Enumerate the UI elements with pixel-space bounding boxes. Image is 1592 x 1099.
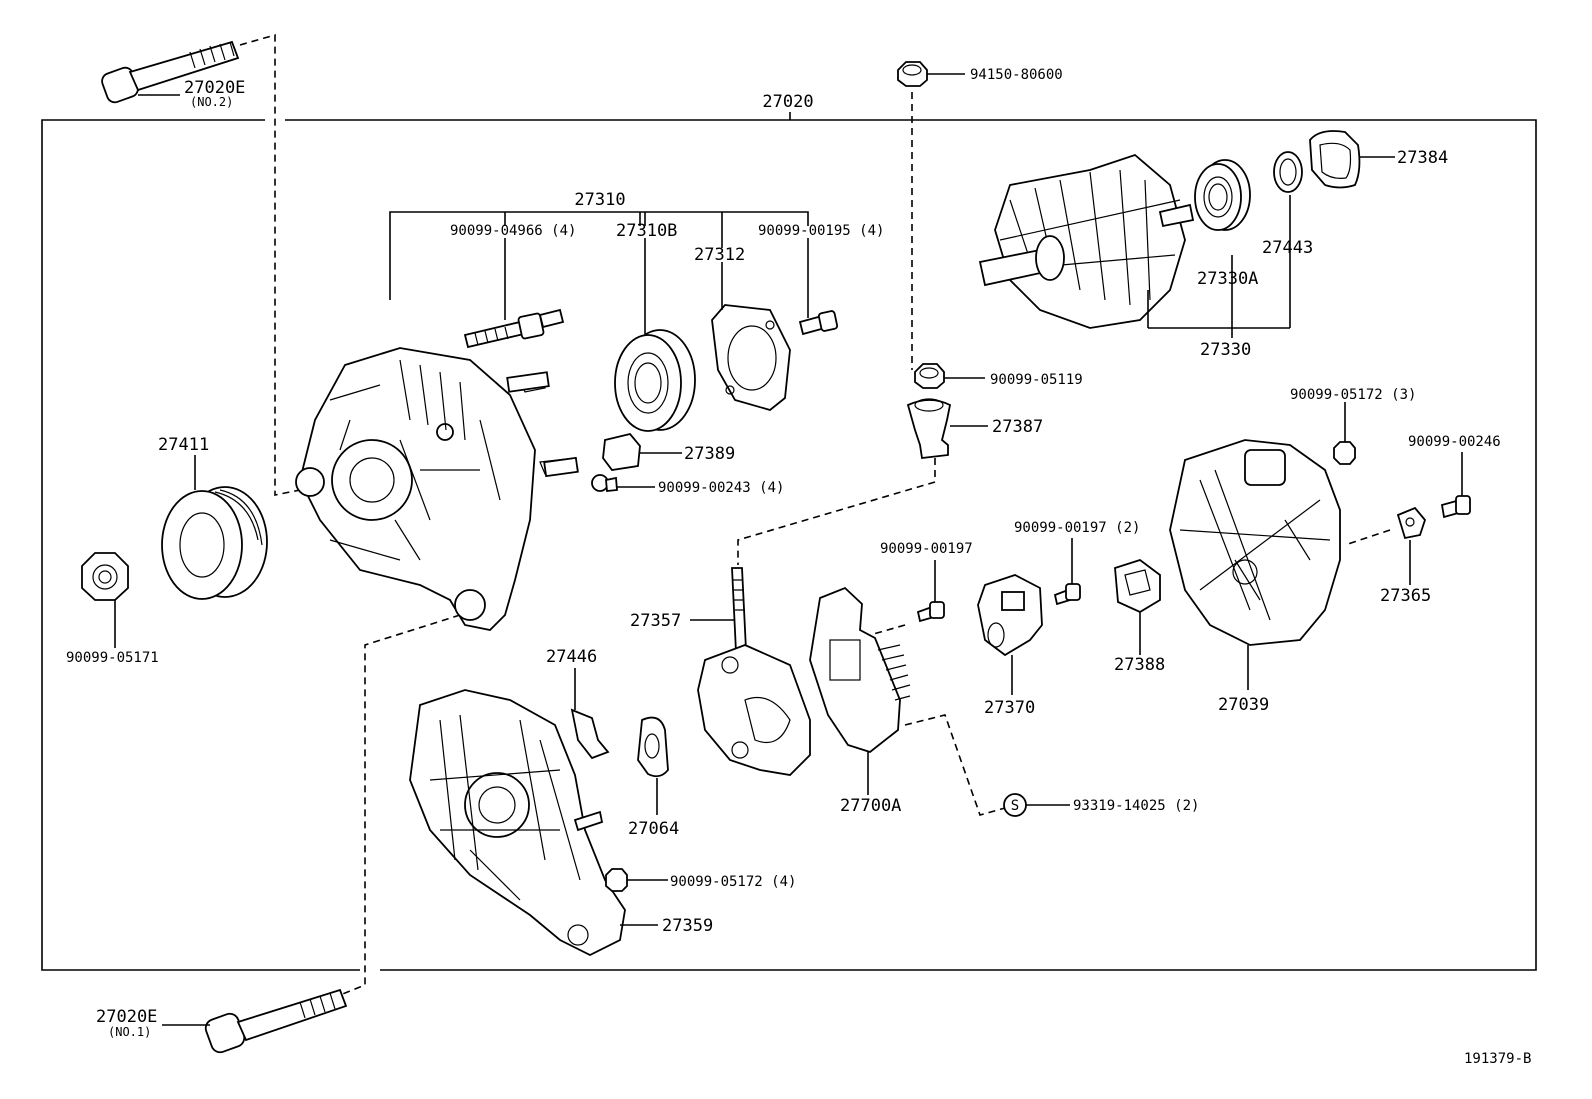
label-nut-rear: 90099-05172 (3) xyxy=(1290,387,1416,403)
terminal-insulator xyxy=(906,398,988,459)
rear-end-cover xyxy=(1169,439,1341,690)
drive-bearing xyxy=(614,238,696,432)
end-cover xyxy=(1309,130,1395,189)
label-screw-rear: 90099-00246 xyxy=(1408,434,1501,450)
label-screw-brush: 90099-00197 (2) xyxy=(1014,520,1140,536)
label-s-mark: S xyxy=(1011,798,1019,814)
label-pulley-nut: 90099-05171 xyxy=(66,650,159,666)
regulator-screw-single xyxy=(916,560,945,623)
label-plate: 27365 xyxy=(1380,586,1431,606)
rectifier-end-frame xyxy=(409,689,658,957)
label-screw-insulator: 90099-00243 (4) xyxy=(658,480,784,496)
terminal-plate xyxy=(1396,506,1427,585)
label-bolt-no2: 27020E xyxy=(184,78,245,98)
bolt-no1 xyxy=(162,988,348,1054)
label-terminal-insulator: 27387 xyxy=(992,417,1043,437)
label-ring: 27443 xyxy=(1262,238,1313,258)
voltage-regulator xyxy=(809,586,911,795)
insulator xyxy=(602,432,682,471)
label-brush-holder: 27370 xyxy=(984,698,1035,718)
drive-end-frame xyxy=(295,347,579,631)
label-insulator-washer: 27064 xyxy=(628,819,679,839)
label-gasket: 27446 xyxy=(546,647,597,667)
label-holder-cover: 27388 xyxy=(1114,655,1165,675)
bolt-paths xyxy=(239,33,1391,996)
label-bolt-no2-sub: (NO.2) xyxy=(190,95,233,109)
label-screw-regulator: 90099-00197 xyxy=(880,541,973,557)
label-bolt-no1-sub: (NO.1) xyxy=(108,1025,151,1039)
label-insulator: 27389 xyxy=(684,444,735,464)
bolt-no2 xyxy=(101,40,240,104)
rear-cover-screw xyxy=(1440,452,1471,519)
rotor-ring xyxy=(1273,151,1303,193)
rotor-bearing xyxy=(1194,159,1251,231)
gasket xyxy=(570,668,610,760)
pulley xyxy=(161,455,268,600)
terminal-nut-top xyxy=(897,61,965,87)
stud-bolt xyxy=(463,238,565,349)
label-rotor-bearing: 27330A xyxy=(1197,269,1258,289)
label-nut-terminal: 90099-05119 xyxy=(990,372,1083,388)
terminal-nut xyxy=(914,363,985,389)
label-frame-assy: 27310 xyxy=(574,190,625,210)
label-regulator: 27700A xyxy=(840,796,901,816)
bearing-retainer xyxy=(711,262,791,411)
frame-assy-bracket xyxy=(389,211,809,300)
part-labels: 27020 27020E (NO.2) 27020E (NO.1) 94150-… xyxy=(66,67,1531,1067)
label-pulley: 27411 xyxy=(158,435,209,455)
label-cover: 27384 xyxy=(1397,148,1448,168)
brush-screw xyxy=(1053,538,1081,606)
label-bolt-no1: 27020E xyxy=(96,1007,157,1027)
label-27020: 27020 xyxy=(762,92,813,112)
label-retainer: 27312 xyxy=(694,245,745,265)
label-rear-cover: 27039 xyxy=(1218,695,1269,715)
label-regulator-screw: 93319-14025 (2) xyxy=(1073,798,1199,814)
retainer-screw xyxy=(798,238,839,336)
label-rotor: 27330 xyxy=(1200,340,1251,360)
assembly-frame xyxy=(41,112,1537,971)
label-nut-top: 94150-80600 xyxy=(970,67,1063,83)
brush-holder xyxy=(977,574,1043,695)
label-stud-bolt: 90099-04966 (4) xyxy=(450,223,576,239)
regulator-screw-s xyxy=(1003,793,1070,817)
label-rear-frame: 27359 xyxy=(662,916,713,936)
brush-holder-cover xyxy=(1114,559,1161,655)
rotor xyxy=(978,153,1291,338)
rear-frame-nut xyxy=(605,868,668,892)
rectifier-holder xyxy=(690,567,811,776)
label-nut-drive: 90099-05172 (4) xyxy=(670,874,796,890)
label-screw-retainer: 90099-00195 (4) xyxy=(758,223,884,239)
label-rectifier: 27357 xyxy=(630,611,681,631)
insulator-screw xyxy=(591,474,655,492)
label-bearing: 27310B xyxy=(616,221,677,241)
label-diagram-id: 191379-B xyxy=(1464,1051,1531,1067)
rear-cover-nut xyxy=(1333,402,1356,465)
pulley-nut xyxy=(81,552,129,648)
insulator-washer xyxy=(637,716,669,815)
